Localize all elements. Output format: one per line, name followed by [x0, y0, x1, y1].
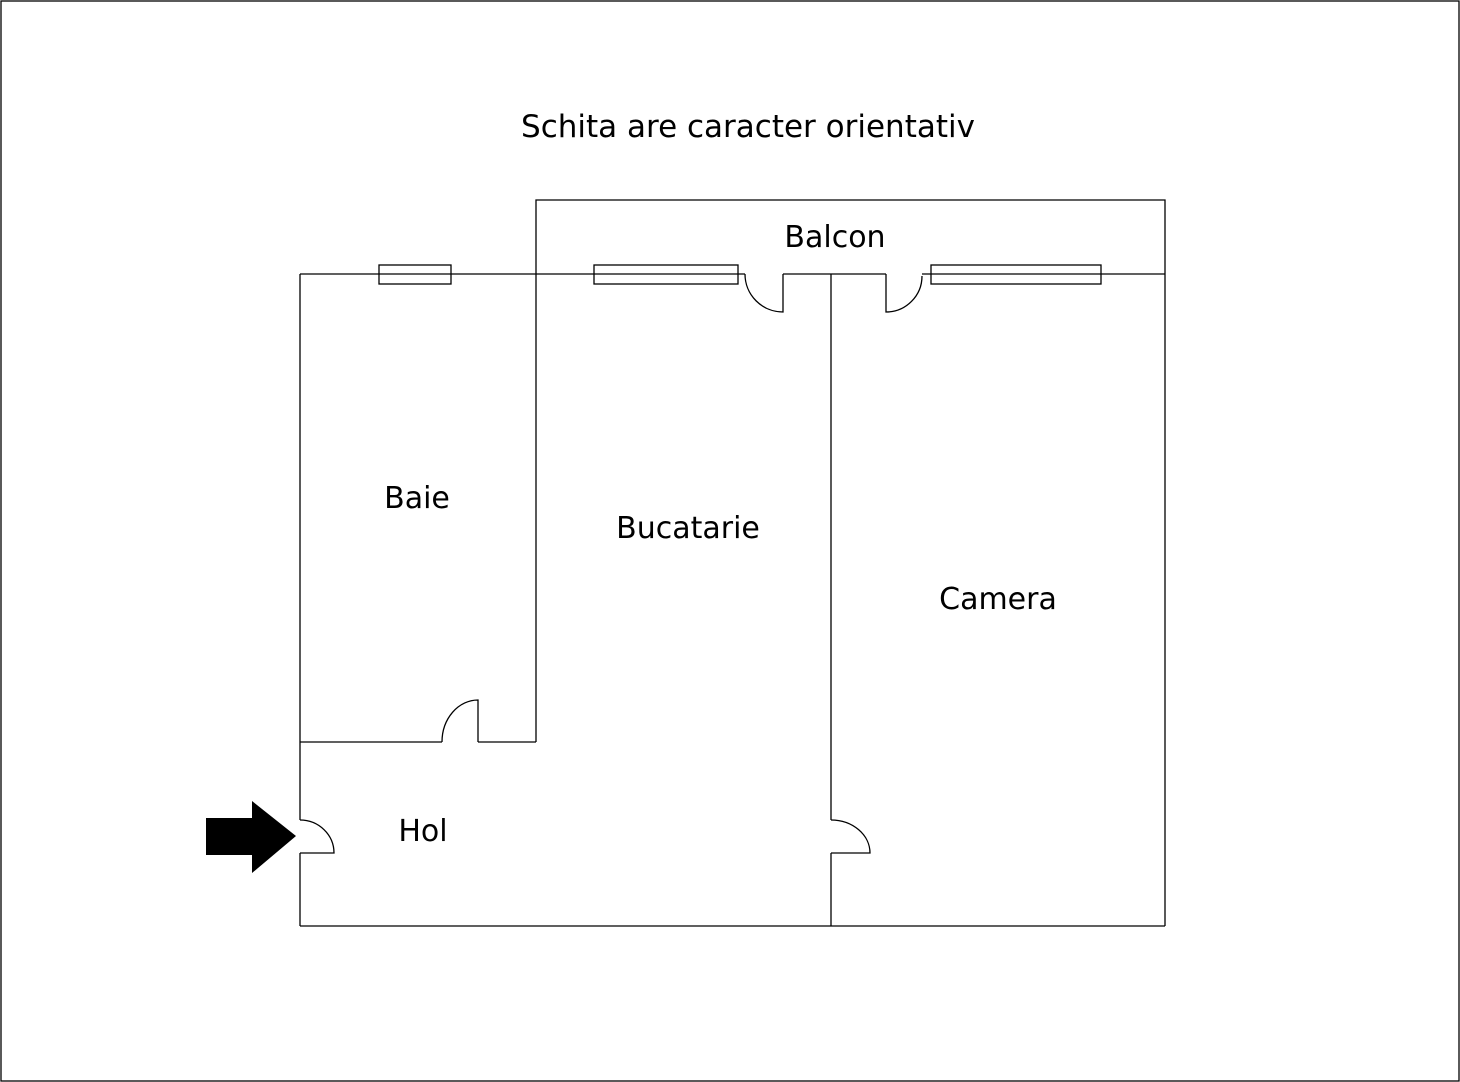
window-baie — [378, 264, 452, 285]
door-entrance — [299, 819, 335, 854]
balcony-outline — [535, 199, 1166, 274]
entrance-arrow-icon — [206, 801, 296, 873]
room-label-baie: Baie — [384, 481, 450, 516]
room-label-balcon: Balcon — [784, 220, 885, 255]
room-label-hol: Hol — [398, 814, 447, 849]
door-bucatarie-balcon — [744, 273, 784, 313]
door-camera — [830, 819, 871, 854]
window-bucatarie — [593, 264, 739, 285]
door-camera-balcon — [885, 274, 923, 313]
interior-walls — [300, 274, 832, 926]
outer-walls — [299, 273, 1166, 927]
door-baie — [441, 699, 479, 743]
room-label-camera: Camera — [939, 582, 1057, 617]
plan-title: Schita are caracter orientativ — [521, 109, 975, 145]
window-camera — [930, 264, 1102, 285]
room-label-bucatarie: Bucatarie — [616, 511, 760, 546]
